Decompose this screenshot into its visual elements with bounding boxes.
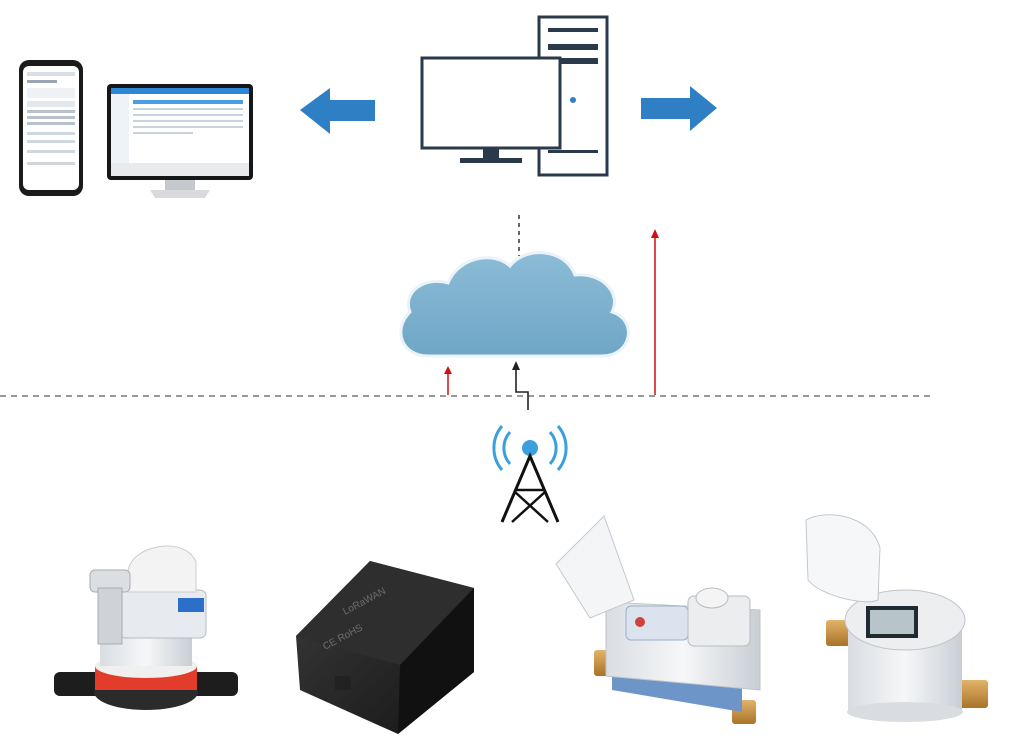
cloud-icon (399, 251, 630, 358)
desktop-monitor-icon (107, 84, 253, 198)
smartphone-icon (19, 60, 83, 196)
red-uplink-arrow-left (444, 366, 452, 395)
arrow-right-icon (641, 86, 717, 131)
arrow-left-icon (300, 88, 375, 134)
cell-tower-icon (492, 425, 568, 523)
server-pc-icon (420, 15, 609, 177)
lcd-water-meter-icon (805, 514, 988, 722)
smart-water-meter-icon (555, 515, 761, 724)
water-meter-with-module-icon (54, 545, 238, 710)
red-uplink-arrow-right (651, 229, 659, 395)
tower-cloud-connector (512, 361, 529, 410)
black-wireless-module-box-icon: LoRaWAN CE RoHS (296, 561, 474, 734)
